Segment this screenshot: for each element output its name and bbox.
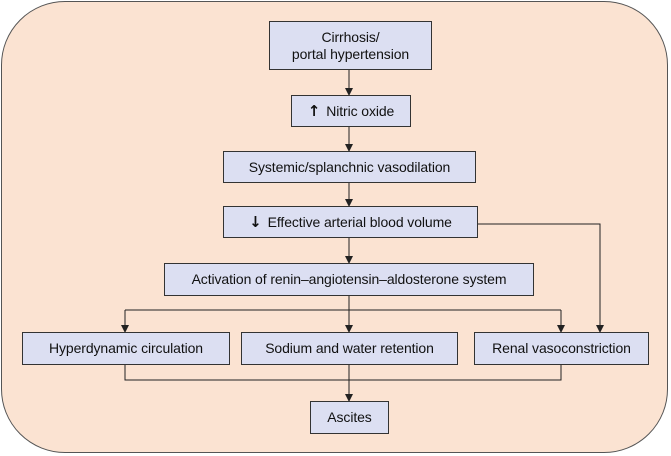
renal-node: Renal vasoconstriction (474, 332, 649, 365)
blood-volume-label: Effective arterial blood volume (267, 213, 452, 230)
edge-blood-volume-to-renal (478, 223, 604, 333)
vasodilation-label: Systemic/splanchnic vasodilation (248, 158, 451, 175)
raas-node: Activation of renin–angiotensin–aldoster… (164, 263, 534, 296)
sodium-water-label: Sodium and water retention (265, 340, 434, 356)
raas-label: Activation of renin–angiotensin–aldoster… (191, 271, 507, 287)
down-arrow-icon: ↓ (249, 212, 262, 231)
ascites-label: Ascites (327, 409, 372, 425)
ascites-node: Ascites (310, 401, 389, 434)
vasodilation-node: Systemic/splanchnic vasodilation (223, 151, 476, 183)
cirrhosis-label: Cirrhosis/ portal hypertension (291, 28, 410, 62)
nitric-oxide-label: Nitric oxide (326, 102, 395, 119)
merge-from-hyperdynamic (124, 365, 349, 381)
sodium-water-node: Sodium and water retention (241, 332, 458, 365)
renal-label: Renal vasoconstriction (492, 340, 631, 356)
merge-from-renal (349, 365, 562, 381)
hyperdynamic-node: Hyperdynamic circulation (22, 332, 230, 365)
nitric-oxide-node: ↑ Nitric oxide (291, 95, 411, 127)
cirrhosis-node: Cirrhosis/ portal hypertension (269, 21, 432, 70)
up-arrow-icon: ↑ (307, 101, 321, 120)
hyperdynamic-label: Hyperdynamic circulation (49, 340, 203, 356)
blood-volume-node: ↓ Effective arterial blood volume (223, 206, 478, 238)
